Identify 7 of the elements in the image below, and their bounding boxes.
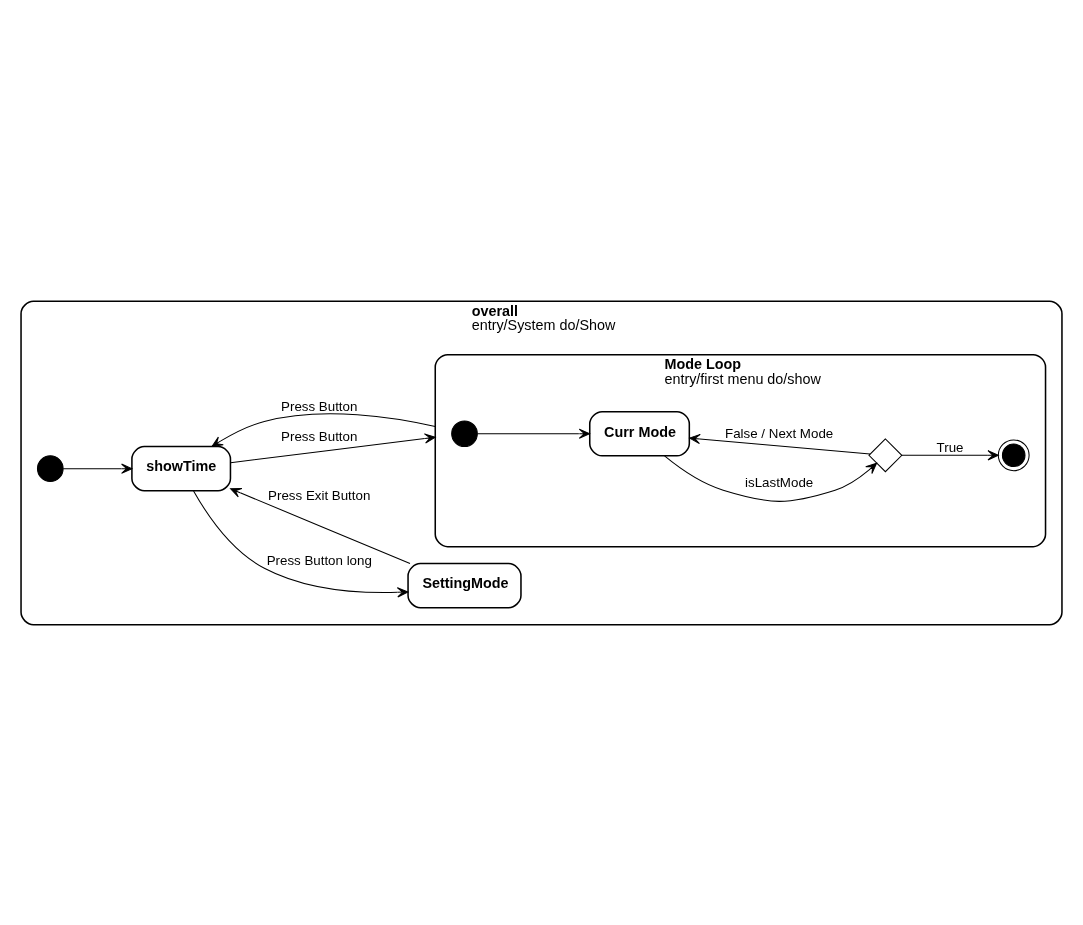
edge-label: isLastMode	[745, 474, 814, 490]
edge-label: Press Exit Button	[268, 487, 371, 503]
edge-label: Press Button	[281, 428, 358, 444]
edge-label: Press Button long	[266, 552, 372, 568]
edge-label: False / Next Mode	[725, 425, 834, 441]
edge-label: Press Button	[281, 398, 358, 414]
edge-label: True	[936, 439, 964, 455]
